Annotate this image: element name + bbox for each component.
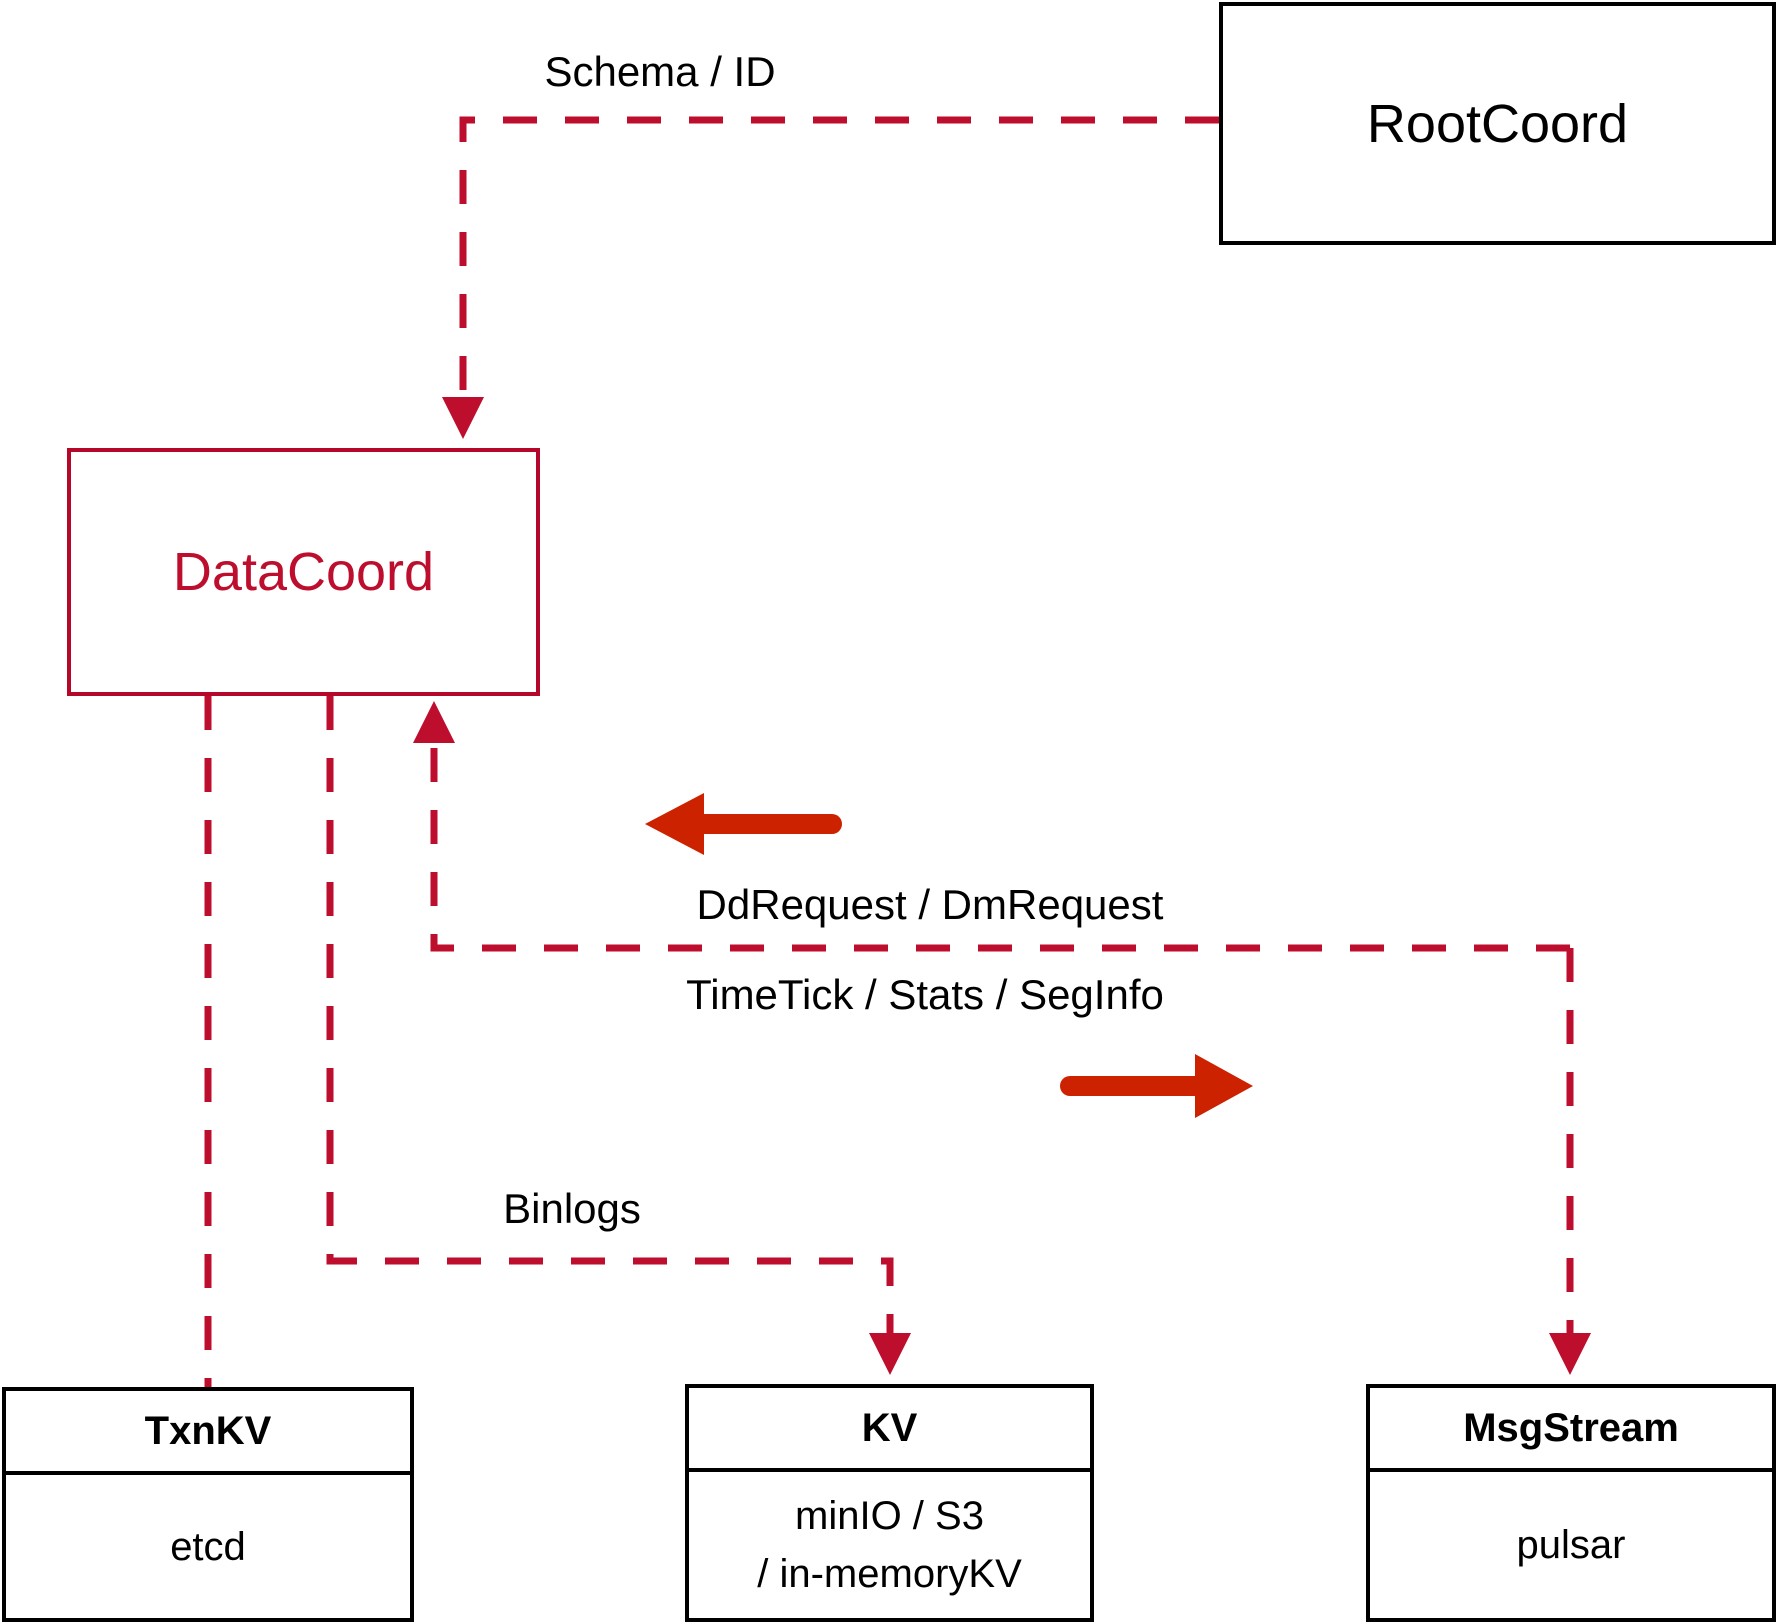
inbound-arrow-icon	[645, 793, 842, 855]
node-kv[interactable]: KV minIO / S3 / in-memoryKV	[685, 1384, 1094, 1622]
node-txnkv-body-line-1: etcd	[170, 1524, 246, 1569]
node-rootcoord-label: RootCoord	[1366, 93, 1629, 154]
node-datacoord-label: DataCoord	[172, 542, 435, 602]
node-msgstream-header: MsgStream	[1370, 1388, 1772, 1472]
node-kv-header: KV	[689, 1388, 1090, 1472]
node-msgstream-body: pulsar	[1370, 1472, 1772, 1618]
edge-label-dd-dm-request: DdRequest / DmRequest	[696, 881, 1164, 928]
node-msgstream[interactable]: MsgStream pulsar	[1366, 1384, 1776, 1622]
edge-datacoord-to-kv	[326, 696, 911, 1375]
outbound-arrow-icon	[1060, 1054, 1253, 1118]
node-rootcoord[interactable]: RootCoord	[1219, 2, 1776, 245]
edge-label-binlogs: Binlogs	[503, 1185, 641, 1232]
edge-rootcoord-to-datacoord	[442, 116, 1219, 439]
node-txnkv-body: etcd	[6, 1475, 410, 1618]
node-datacoord[interactable]: DataCoord	[67, 448, 540, 696]
edge-label-timetick-stats-seginfo: TimeTick / Stats / SegInfo	[686, 971, 1164, 1018]
node-kv-body-line-1: minIO / S3	[795, 1494, 984, 1538]
node-kv-body-line-2: / in-memoryKV	[757, 1552, 1022, 1596]
node-txnkv[interactable]: TxnKV etcd	[2, 1387, 414, 1622]
edge-label-schema-id: Schema / ID	[544, 48, 776, 95]
node-txnkv-header: TxnKV	[6, 1391, 410, 1475]
node-kv-body: minIO / S3 / in-memoryKV	[689, 1472, 1090, 1618]
node-msgstream-body-line-1: pulsar	[1516, 1523, 1626, 1567]
edge-msgstream-to-datacoord	[413, 701, 1570, 952]
